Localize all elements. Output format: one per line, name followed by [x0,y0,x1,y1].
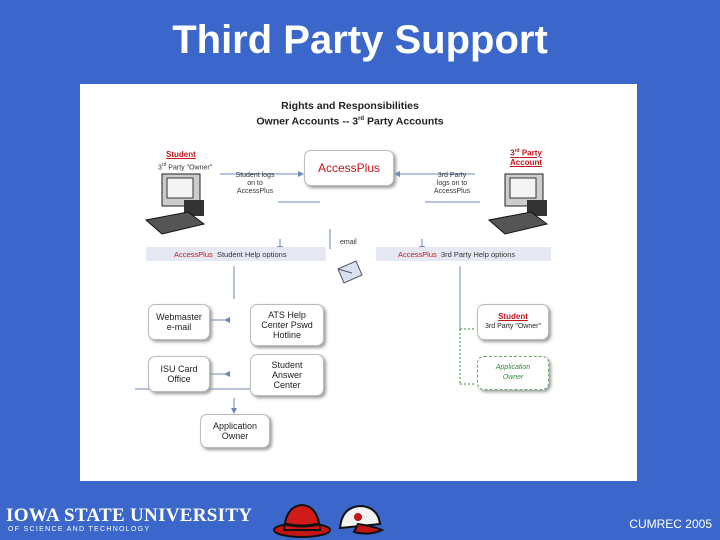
third-party-computer-icon [487,173,549,235]
conference-label: CUMREC 2005 [629,517,712,531]
heading-line-2-b: Party Accounts [364,115,444,128]
heading-line-2-sup: rd [358,116,365,122]
third-party-help-text: 3rd Party Help options [440,249,516,259]
student-owner-label: Student [166,150,196,159]
student-sub-b: Party "Owner" [166,164,213,172]
third-party-logs-note: 3rd Party logs on to AccessPlus [432,172,472,196]
tp-sup: rd [514,148,520,154]
student-logs-2: on to [247,180,263,187]
app-owner-right-line-2: Owner [502,374,524,381]
app-owner-line-2: Owner [221,431,249,441]
student-computer-icon [144,173,206,235]
tp-logs-3: AccessPlus [433,188,471,195]
student-right-label: Student [498,312,528,321]
student-help-brand: AccessPlus [174,249,213,259]
cap-icon [338,504,385,535]
third-party-line-2: Account [510,157,542,167]
tp-logs-2: logs on to [436,180,468,187]
slide-title: Third Party Support [172,18,548,62]
envelope-icon [337,260,363,284]
student-sub-sup: rd [161,162,167,168]
answer-line-2: Answer [271,370,302,380]
ats-line-3: Hotline [272,330,301,340]
tp-b: Party [519,148,542,158]
student-sub-a: 3 [158,164,162,172]
tp-a: 3 [510,148,515,158]
tp-logs-1: 3rd Party [437,172,467,179]
heading-line-2-a: Owner Accounts -- 3 [256,115,359,128]
university-subtitle: OF SCIENCE AND TECHNOLOGY [8,526,151,533]
ats-line-2: Center Pswd [261,320,313,330]
student-third-party-owner-box: Student 3rd Party "Owner" [477,304,549,340]
diagram-heading: Rights and Responsibilities Owner Accoun… [200,100,500,129]
red-hat-icon [273,503,331,538]
student-logs-1: Student logs [235,172,275,179]
student-label: Student [166,150,196,159]
student-logs-3: AccessPlus [236,188,274,195]
student-logs-note: Student logs on to AccessPlus [235,172,275,196]
university-name: IOWA STATE UNIVERSITY [6,505,253,526]
third-party-account-label: 3rd Party Account [510,148,542,167]
student-help-text: Student Help options [216,249,287,259]
answer-line-1: Student [271,360,303,370]
third-party-help-bar: AccessPlus 3rd Party Help options [376,247,551,261]
webmaster-line-2: e-mail [166,322,192,332]
webmaster-line-1: Webmaster [156,312,202,322]
isu-card-line-1: ISU Card [160,364,198,374]
accessplus-box: AccessPlus [304,150,394,186]
app-owner-right-line-1: Application [495,364,531,371]
isu-card-line-2: Office [167,374,191,384]
third-party-line-1: 3rd Party [510,148,542,158]
answer-line-3: Center [273,380,301,390]
app-owner-line-1: Application [212,421,258,431]
email-label: email [340,239,357,246]
student-right-sub: 3rd Party "Owner" [485,323,541,330]
university-logo: IOWA STATE UNIVERSITY OF SCIENCE AND TEC… [6,505,253,534]
third-party-help-brand: AccessPlus [398,249,437,259]
diagram-panel: Rights and Responsibilities Owner Accoun… [80,84,637,481]
heading-line-2: Owner Accounts -- 3rd Party Accounts [200,113,500,129]
ats-line-1: ATS Help [268,310,306,320]
heading-line-1: Rights and Responsibilities [281,100,419,112]
student-owner-sub: 3rd Party "Owner" [158,161,212,172]
student-help-bar: AccessPlus Student Help options [146,247,326,261]
